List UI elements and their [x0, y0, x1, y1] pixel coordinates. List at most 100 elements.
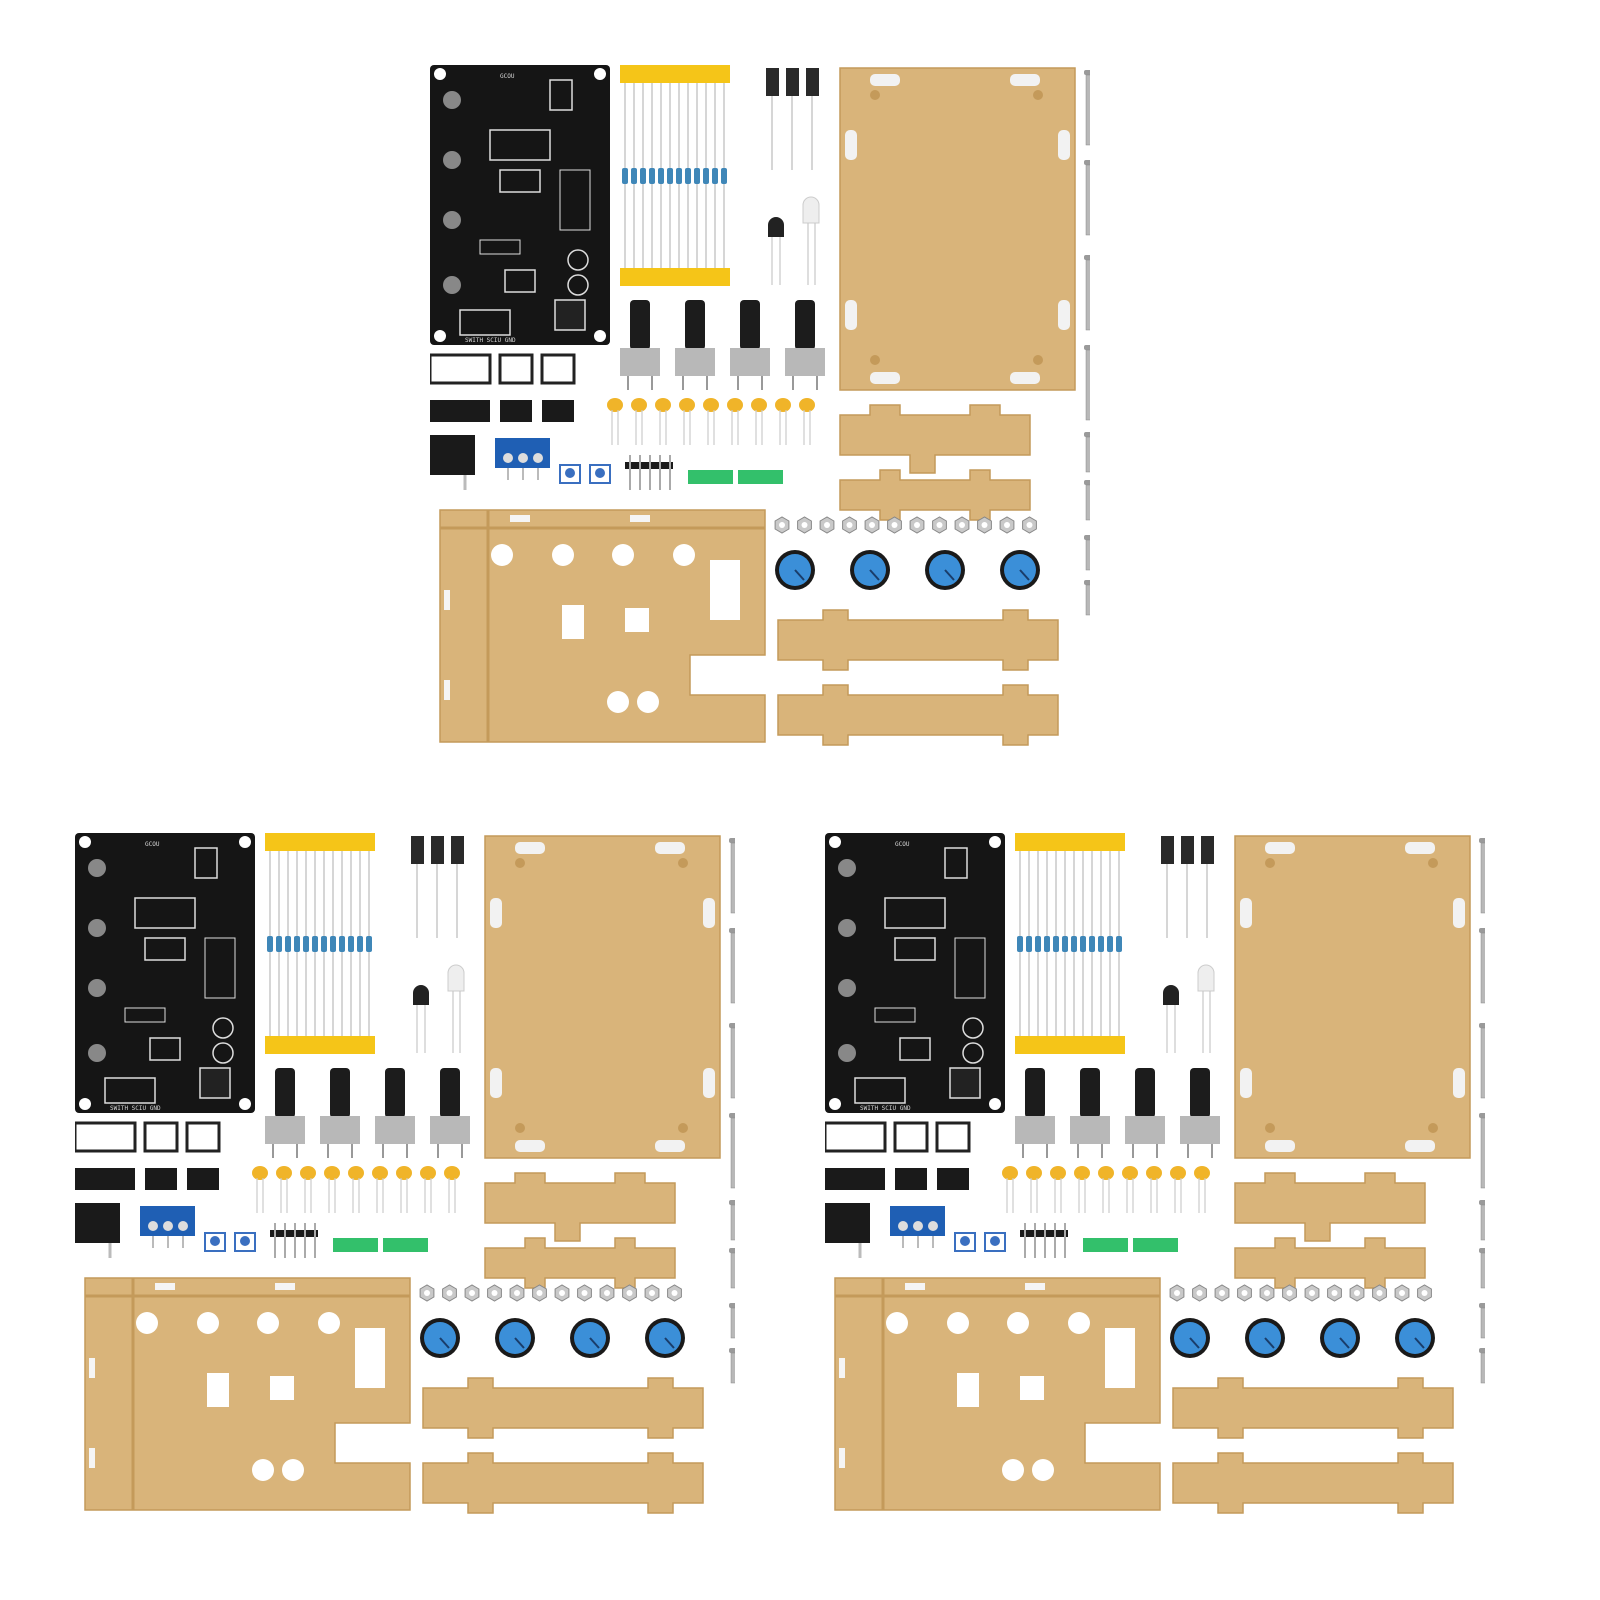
screw-head [1084, 160, 1090, 165]
screw-head [1479, 1348, 1485, 1353]
pcb-board-icon: GCOU SWITH SCIU GND [825, 833, 1005, 1113]
screw-shank [730, 1252, 735, 1289]
pot-body [620, 348, 660, 376]
pot-body [265, 1116, 305, 1144]
screw-icon [729, 838, 735, 1384]
pot-body [320, 1116, 360, 1144]
resistor-body [721, 168, 727, 184]
resistor-body [276, 936, 282, 952]
ceramic-capacitor [703, 398, 719, 412]
screw-shank [730, 1352, 735, 1384]
resistor-body [267, 936, 273, 952]
pcb-silkscreen-top: GCOU [145, 841, 160, 848]
knob-icon [1170, 1318, 1435, 1358]
nut-hole [1309, 1290, 1315, 1296]
resistor-body [1116, 936, 1122, 952]
nut-hole [1026, 522, 1033, 528]
resistor-body [1035, 936, 1041, 952]
nut-hole [914, 522, 920, 528]
nut-icon [1169, 1284, 1432, 1302]
ceramic-capacitor [1170, 1166, 1186, 1180]
pcb-silkscreen-top: GCOU [895, 841, 910, 848]
nut-hole [869, 522, 875, 528]
potentiometer-icon [265, 1068, 470, 1158]
nut-hole [424, 1290, 430, 1296]
screw-icon [1479, 838, 1485, 1384]
diy-kit-bottom-left: GCOU SWITH SCIU GND [75, 828, 735, 1528]
pot-shaft [440, 1068, 460, 1118]
nut-hole [1354, 1290, 1360, 1296]
connector-icon [75, 1203, 428, 1258]
resistor-body [1017, 936, 1023, 952]
screw-head [1084, 480, 1090, 485]
screw-head [1479, 1200, 1485, 1205]
screw-head [729, 838, 735, 843]
nut-hole [959, 522, 965, 528]
screw-shank [1085, 74, 1090, 146]
potentiometer-icon [1015, 1068, 1220, 1158]
knob-indicator [1264, 1337, 1275, 1349]
resistor-body [348, 936, 354, 952]
potentiometer-icon [620, 300, 825, 390]
pot-body [430, 1116, 470, 1144]
pot-shaft [330, 1068, 350, 1118]
ceramic-capacitor [444, 1166, 460, 1180]
nut-hole [1376, 1290, 1383, 1296]
screw-shank [1085, 539, 1090, 571]
pot-body [375, 1116, 415, 1144]
nut-hole [1286, 1290, 1293, 1296]
nut-hole [491, 1290, 498, 1296]
resistor-body [357, 936, 363, 952]
pot-shaft [630, 300, 650, 350]
ceramic-capacitor [727, 398, 743, 412]
pot-shaft [740, 300, 760, 350]
resistor-body [640, 168, 646, 184]
nut-hole [1241, 1290, 1248, 1296]
acrylic-panel-icon [484, 835, 721, 1159]
resistor-icon [265, 833, 375, 1054]
acrylic-panel-icon [1234, 835, 1471, 1159]
screw-shank [730, 1117, 735, 1189]
screw-head [1084, 580, 1090, 585]
nut-hole [671, 1290, 678, 1296]
ceramic-capacitor [1050, 1166, 1066, 1180]
nut-hole [891, 522, 898, 528]
ceramic-capacitor [420, 1166, 436, 1180]
resistor-body [1026, 936, 1032, 952]
knob-indicator [664, 1337, 675, 1349]
pot-body [785, 348, 825, 376]
resistor-body [658, 168, 664, 184]
knob-indicator [514, 1337, 525, 1349]
resistor-body [703, 168, 709, 184]
nut-hole [559, 1290, 565, 1296]
screw-head [1479, 1023, 1485, 1028]
kit-illustration: GCOU SWITH SCIU GND [75, 833, 735, 1514]
screw-head [1084, 432, 1090, 437]
resistor-body [631, 168, 637, 184]
pot-body [1070, 1116, 1110, 1144]
nut-hole [779, 522, 785, 528]
nut-hole [1331, 1290, 1338, 1296]
nut-hole [446, 1290, 453, 1296]
screw-shank [1480, 1027, 1485, 1099]
screw-shank [730, 1307, 735, 1339]
nut-icon [419, 1284, 682, 1302]
ceramic-capacitor [751, 398, 767, 412]
ceramic-capacitor [607, 398, 623, 412]
acrylic-side-piece-lower-icon [777, 609, 1059, 746]
screw-shank [1085, 436, 1090, 473]
resistor-body [694, 168, 700, 184]
resistor-body [712, 168, 718, 184]
ceramic-capacitor [276, 1166, 292, 1180]
resistor-body [1089, 936, 1095, 952]
resistor-body [285, 936, 291, 952]
ceramic-capacitor [300, 1166, 316, 1180]
screw-head [729, 1303, 735, 1308]
pot-shaft [1025, 1068, 1045, 1118]
resistor-body [321, 936, 327, 952]
pcb-silkscreen-top: GCOU [500, 73, 515, 80]
nut-hole [626, 1290, 633, 1296]
ceramic-capacitor-icon [607, 398, 815, 445]
ceramic-capacitor [1194, 1166, 1210, 1180]
screw-shank [1085, 164, 1090, 236]
